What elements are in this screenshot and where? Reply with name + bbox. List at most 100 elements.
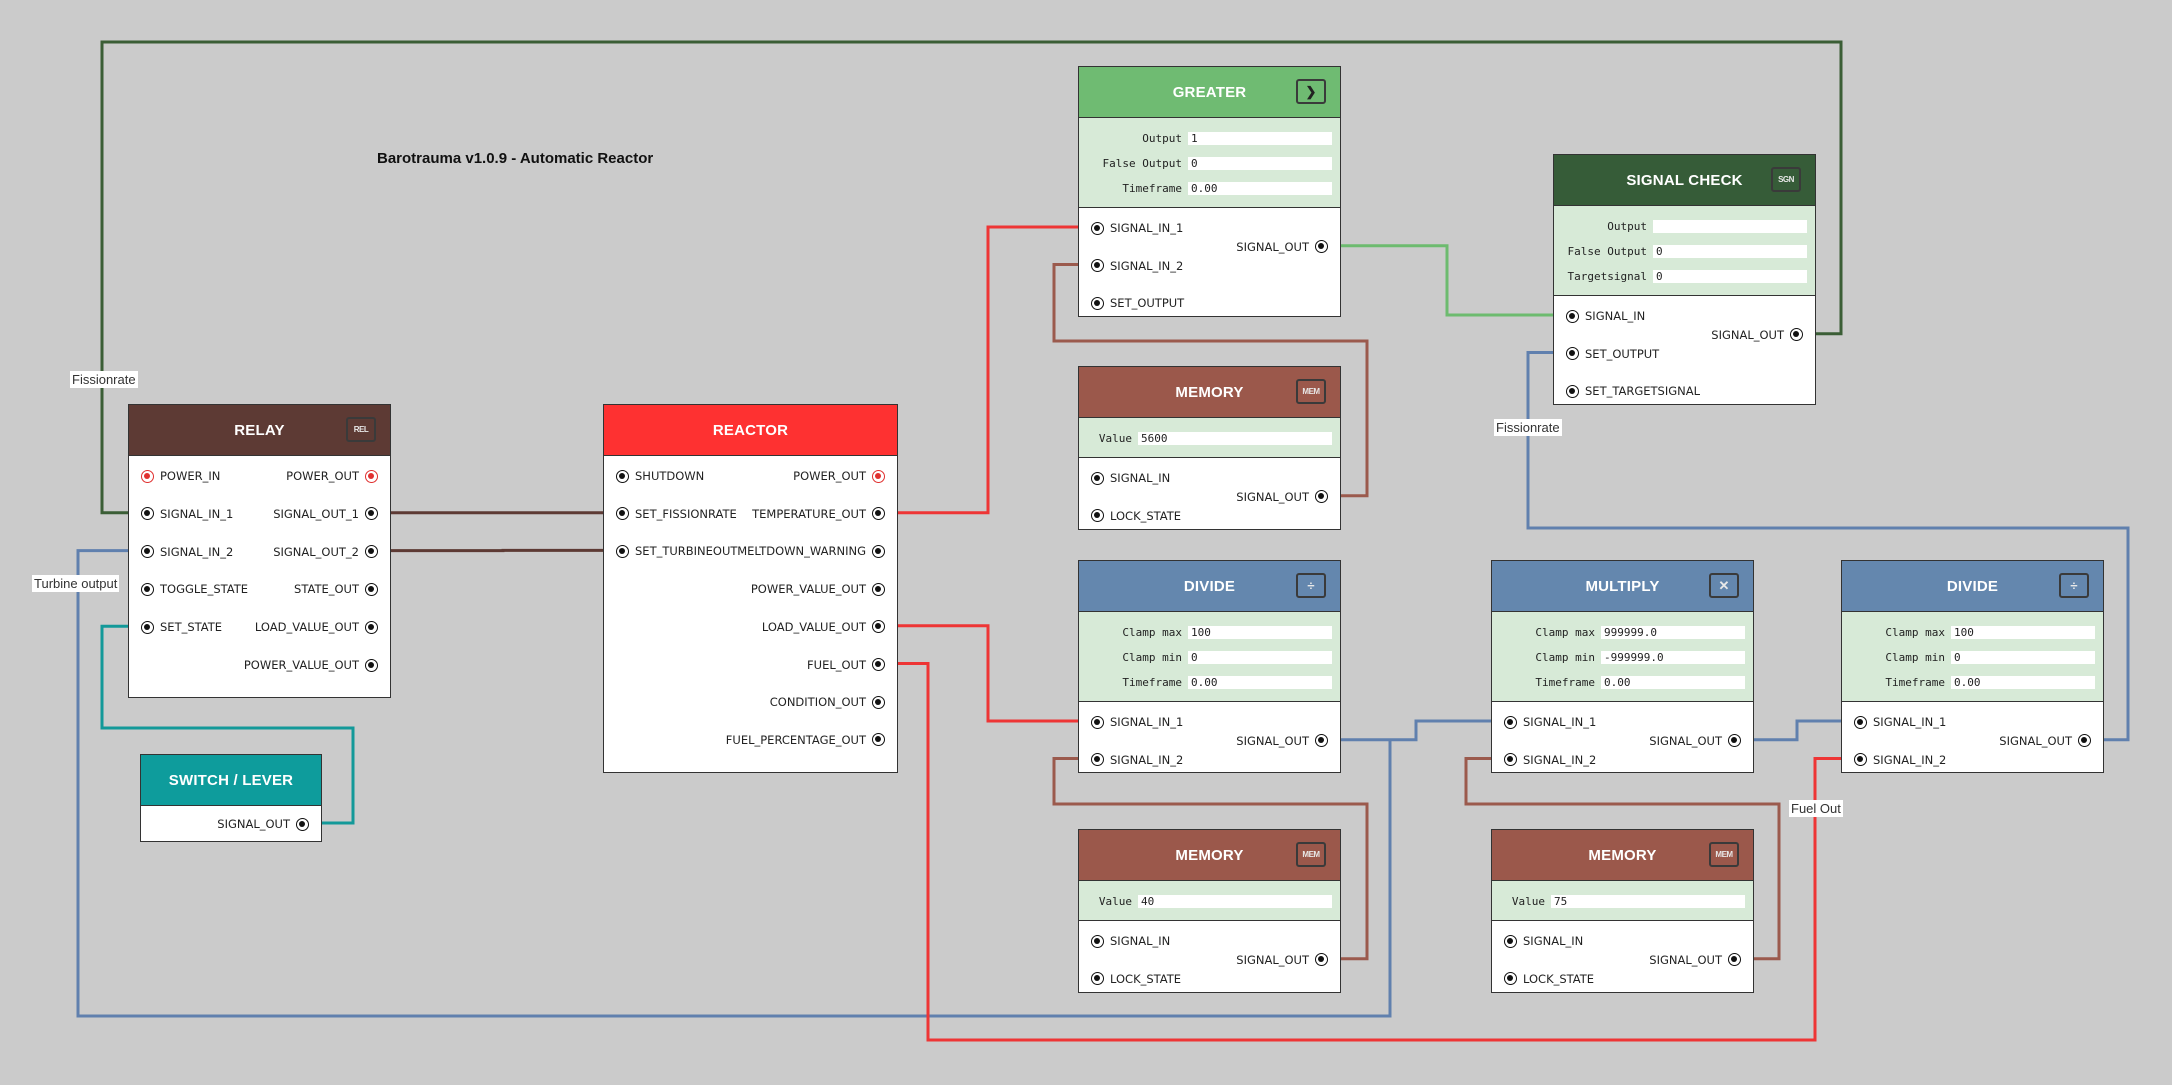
param-value-field[interactable]: 0.00 [1188, 676, 1332, 689]
param-value-field[interactable]: 999999.0 [1601, 626, 1745, 639]
input-port-lock-state[interactable]: LOCK_STATE [1504, 971, 1594, 987]
node-header[interactable]: DIVIDE÷ [1842, 561, 2103, 612]
input-port-signal-in-1[interactable]: SIGNAL_IN_1 [141, 506, 233, 522]
input-port-toggle-state[interactable]: TOGGLE_STATE [141, 581, 248, 597]
port-connector-icon[interactable] [1728, 734, 1741, 748]
node-header[interactable]: REACTOR [604, 405, 897, 456]
wire-load-to-divide1[interactable] [885, 624, 1092, 725]
input-port-signal-in-2[interactable]: SIGNAL_IN_2 [1854, 752, 1946, 768]
node-header[interactable]: SWITCH / LEVER [141, 755, 321, 806]
input-port-signal-in[interactable]: SIGNAL_IN [1091, 470, 1170, 486]
input-port-shutdown[interactable]: SHUTDOWN [616, 468, 704, 484]
output-port-power-value-out[interactable]: POWER_VALUE_OUT [751, 581, 885, 597]
input-port-lock-state[interactable]: LOCK_STATE [1091, 508, 1181, 524]
port-connector-icon[interactable] [141, 507, 154, 521]
output-port-signal-out-1[interactable]: SIGNAL_OUT_1 [273, 506, 378, 522]
param-value-field[interactable]: 0.00 [1188, 182, 1332, 195]
output-port-state-out[interactable]: STATE_OUT [294, 581, 378, 597]
wire-signal-check-to-relay[interactable] [100, 40, 1843, 517]
param-value-field[interactable]: 100 [1188, 626, 1332, 639]
param-value-field[interactable]: 1 [1188, 132, 1332, 145]
port-connector-icon[interactable] [1091, 934, 1104, 948]
output-port-signal-out[interactable]: SIGNAL_OUT [1999, 733, 2091, 749]
node-header[interactable]: DIVIDE÷ [1079, 561, 1340, 612]
input-port-lock-state[interactable]: LOCK_STATE [1091, 971, 1181, 987]
output-port-signal-out-2[interactable]: SIGNAL_OUT_2 [273, 544, 378, 560]
output-port-power-out[interactable]: POWER_OUT [286, 468, 378, 484]
output-port-signal-out[interactable]: SIGNAL_OUT [1236, 733, 1328, 749]
wire-fuel-to-divide2[interactable] [885, 662, 1855, 1042]
param-value-field[interactable]: 0 [1188, 157, 1332, 170]
output-port-meltdown-warning[interactable]: MELTDOWN_WARNING [737, 543, 885, 559]
output-port-power-out[interactable]: POWER_OUT [793, 468, 885, 484]
input-port-set-turbineout[interactable]: SET_TURBINEOUT [616, 543, 737, 559]
param-value-field[interactable] [1653, 220, 1807, 233]
port-connector-icon[interactable] [1091, 471, 1104, 485]
wire-greater-to-signal-check[interactable] [1328, 244, 1567, 319]
port-connector-icon[interactable] [1091, 972, 1104, 985]
wire-divide2-to-signal-check[interactable] [1526, 348, 2130, 742]
port-connector-icon[interactable] [872, 658, 885, 671]
port-connector-icon[interactable] [616, 469, 629, 483]
port-connector-icon[interactable] [365, 469, 378, 483]
input-port-power-in[interactable]: POWER_IN [141, 468, 220, 484]
input-port-set-state[interactable]: SET_STATE [141, 619, 222, 635]
wire-memory2-to-divide1[interactable] [1052, 754, 1369, 961]
port-connector-icon[interactable] [616, 507, 629, 521]
param-value-field[interactable]: -999999.0 [1601, 651, 1745, 664]
port-connector-icon[interactable] [141, 620, 154, 634]
port-connector-icon[interactable] [1315, 734, 1328, 748]
param-value-field[interactable]: 0 [1653, 245, 1807, 258]
port-connector-icon[interactable] [1790, 328, 1803, 342]
port-connector-icon[interactable] [1854, 715, 1867, 729]
input-port-signal-in-1[interactable]: SIGNAL_IN_1 [1854, 714, 1946, 730]
param-value-field[interactable]: 0 [1653, 270, 1807, 283]
port-connector-icon[interactable] [2078, 734, 2091, 748]
output-port-temperature-out[interactable]: TEMPERATURE_OUT [752, 506, 885, 522]
wire-multiply-to-divide2[interactable] [1741, 717, 1855, 742]
input-port-signal-in-2[interactable]: SIGNAL_IN_2 [1091, 752, 1183, 768]
output-port-load-value-out[interactable]: LOAD_VALUE_OUT [762, 619, 885, 635]
output-port-signal-out[interactable]: SIGNAL_OUT [217, 816, 309, 832]
param-value-field[interactable]: 0.00 [1951, 676, 2095, 689]
param-value-field[interactable]: 0 [1951, 651, 2095, 664]
port-connector-icon[interactable] [141, 545, 154, 559]
port-connector-icon[interactable] [1091, 509, 1104, 522]
input-port-set-output[interactable]: SET_OUTPUT [1566, 346, 1659, 362]
input-port-signal-in-1[interactable]: SIGNAL_IN_1 [1504, 714, 1596, 730]
output-port-signal-out[interactable]: SIGNAL_OUT [1236, 952, 1328, 968]
output-port-condition-out[interactable]: CONDITION_OUT [770, 694, 885, 710]
param-value-field[interactable]: 0.00 [1601, 676, 1745, 689]
param-value-field[interactable]: 40 [1138, 895, 1332, 908]
output-port-signal-out[interactable]: SIGNAL_OUT [1236, 239, 1328, 255]
wire-temperature-to-greater[interactable] [885, 223, 1092, 515]
port-connector-icon[interactable] [872, 620, 885, 634]
port-connector-icon[interactable] [141, 582, 154, 596]
port-connector-icon[interactable] [1504, 934, 1517, 948]
output-port-signal-out[interactable]: SIGNAL_OUT [1711, 327, 1803, 343]
node-header[interactable]: GREATER❯ [1079, 67, 1340, 118]
port-connector-icon[interactable] [1566, 384, 1579, 398]
port-connector-icon[interactable] [1315, 953, 1328, 967]
port-connector-icon[interactable] [1854, 753, 1867, 766]
port-connector-icon[interactable] [872, 544, 885, 558]
port-connector-icon[interactable] [1091, 221, 1104, 235]
output-port-signal-out[interactable]: SIGNAL_OUT [1236, 489, 1328, 505]
param-value-field[interactable]: 0 [1188, 651, 1332, 664]
input-port-set-fissionrate[interactable]: SET_FISSIONRATE [616, 506, 737, 522]
port-connector-icon[interactable] [1315, 490, 1328, 504]
port-connector-icon[interactable] [616, 544, 629, 558]
output-port-fuel-percentage-out[interactable]: FUEL_PERCENTAGE_OUT [726, 732, 885, 748]
node-switch[interactable]: SWITCH / LEVER SIGNAL_OUT [140, 754, 322, 842]
input-port-signal-in-1[interactable]: SIGNAL_IN_1 [1091, 220, 1183, 236]
port-connector-icon[interactable] [1504, 972, 1517, 985]
